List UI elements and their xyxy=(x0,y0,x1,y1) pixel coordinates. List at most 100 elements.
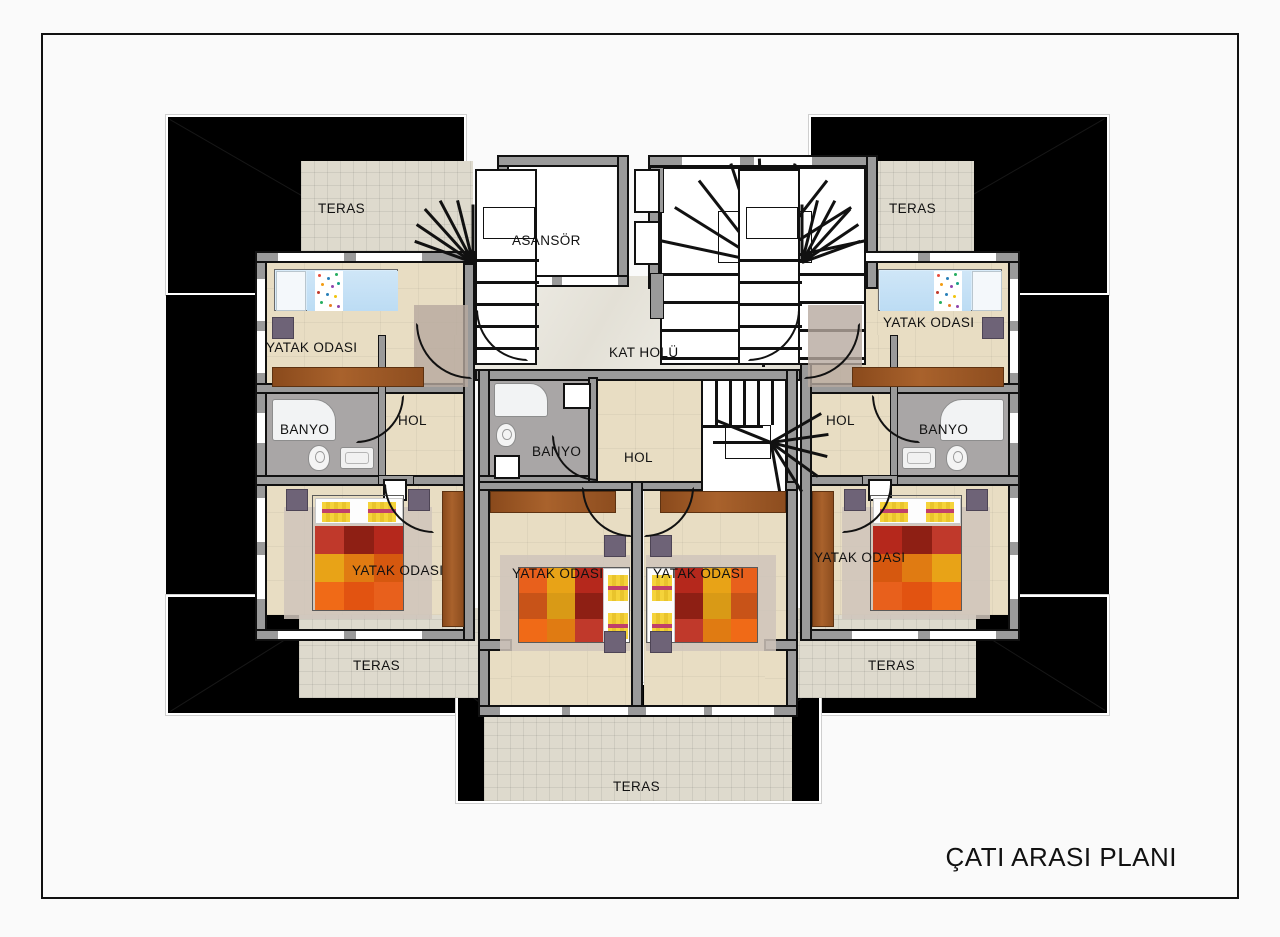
label-teras-mid-left: TERAS xyxy=(353,658,401,673)
wardrobe-mid-left xyxy=(442,491,464,627)
bed-mid-left xyxy=(312,495,404,611)
stair-tread xyxy=(662,329,748,332)
bedspread-checks xyxy=(519,568,603,642)
window-bottom-right-b xyxy=(930,629,996,641)
stair-tread xyxy=(740,281,802,284)
wall-left-bath-bedroom-divider xyxy=(255,475,475,486)
label-hol-left: HOL xyxy=(398,413,427,428)
window-right-bedroom-4 xyxy=(1008,555,1020,599)
window-left-bedroom-4 xyxy=(255,555,267,599)
winder-tread-terrace-left xyxy=(471,204,475,263)
window-left-bedroom-1 xyxy=(255,279,267,321)
label-teras-top-left: TERAS xyxy=(318,201,366,216)
stair-tread xyxy=(662,273,748,276)
pillow-stripe xyxy=(368,509,396,513)
stair-tread xyxy=(776,301,866,304)
bathtub-center xyxy=(494,383,548,417)
label-teras-mid-right: TERAS xyxy=(868,658,916,673)
stair-tread xyxy=(662,357,748,360)
window-center-bottom-b xyxy=(570,705,628,717)
bedspread-pattern xyxy=(315,271,343,311)
stair-tread xyxy=(477,281,539,284)
window-top-right-b xyxy=(930,251,996,263)
hol-center-floor xyxy=(597,379,701,483)
pillow xyxy=(276,271,306,311)
window-center-bottom-d xyxy=(712,705,774,717)
window-stairwell-top-a xyxy=(682,155,740,167)
niche-center-left-2 xyxy=(494,455,520,479)
label-teras-top-right: TERAS xyxy=(889,201,937,216)
pillow-stripe xyxy=(926,509,954,513)
stair-tread xyxy=(477,259,539,262)
drawing-frame: TERAS TERAS ASANSÖR YATAK ODASI YATAK OD… xyxy=(41,33,1239,899)
floor-plan: TERAS TERAS ASANSÖR YATAK ODASI YATAK OD… xyxy=(126,83,1150,843)
toilet-right xyxy=(946,445,968,471)
stair-tread xyxy=(715,381,718,425)
bedspread-checks xyxy=(675,568,757,642)
staircase-center xyxy=(701,379,829,500)
wall-elevator-right xyxy=(617,155,629,287)
bedspread-checks xyxy=(873,526,961,610)
label-yatak-mid-right: YATAK ODASI xyxy=(814,550,906,565)
window-bottom-left-a xyxy=(278,629,344,641)
wardrobe-mid-right xyxy=(812,491,834,627)
window-right-bedroom-1 xyxy=(1008,279,1020,321)
window-right-bedroom-3 xyxy=(1008,498,1020,542)
nightstand-mid-right-b xyxy=(966,489,988,511)
stair-landing-box xyxy=(746,207,798,239)
pillow xyxy=(972,271,1002,311)
window-top-right-a xyxy=(852,251,918,263)
terrace-bottom-floor xyxy=(484,711,792,801)
wardrobe-top-left xyxy=(272,367,424,387)
label-banyo-right: BANYO xyxy=(919,422,969,437)
bed-top-right xyxy=(878,269,1002,311)
window-top-left-b xyxy=(356,251,422,263)
stair-tread xyxy=(729,381,732,425)
stair-light-well-a xyxy=(634,169,660,213)
wall-stairwell-right xyxy=(866,155,878,289)
label-banyo-center: BANYO xyxy=(532,444,582,459)
stair-landing-box xyxy=(483,207,535,239)
window-right-bath xyxy=(1008,413,1020,443)
bathtub-left xyxy=(272,399,336,441)
stair-tread xyxy=(662,301,748,304)
bed-mid-right xyxy=(870,495,962,611)
wall-center-midsplit xyxy=(631,481,643,717)
wall-center-right-exterior xyxy=(786,369,798,717)
label-hol-right: HOL xyxy=(826,413,855,428)
pillow-stripe xyxy=(608,586,628,590)
wall-elevator-top xyxy=(497,155,629,167)
bathtub-right xyxy=(940,399,1004,441)
stair-tread xyxy=(740,259,802,262)
toilet-center xyxy=(496,423,516,447)
stair-tread xyxy=(740,303,802,306)
window-center-bottom-a xyxy=(500,705,562,717)
window-bottom-right-a xyxy=(852,629,918,641)
window-bottom-left-b xyxy=(356,629,422,641)
label-banyo-left: BANYO xyxy=(280,422,330,437)
window-right-bedroom-2 xyxy=(1008,331,1020,373)
label-asansor: ASANSÖR xyxy=(512,233,581,248)
wall-center-left-exterior xyxy=(478,369,490,717)
wall-kat-holu-bottom xyxy=(475,369,801,381)
bedroom-center-right-alcove xyxy=(644,643,765,711)
window-center-bottom-c xyxy=(646,705,704,717)
nightstand-top-left xyxy=(272,317,294,339)
stair-tread xyxy=(771,381,774,425)
pillow-stripe xyxy=(880,509,908,513)
sink-left xyxy=(340,447,374,469)
stair-light-well-b xyxy=(634,221,660,265)
nightstand-center-right-a xyxy=(650,631,672,653)
label-yatak-top-left: YATAK ODASI xyxy=(266,340,358,355)
label-yatak-center-left: YATAK ODASI xyxy=(512,566,604,581)
bed-top-left xyxy=(274,269,398,311)
stair-shaft-wall-left-2 xyxy=(650,273,664,319)
label-hol-center: HOL xyxy=(624,450,653,465)
toilet-left xyxy=(308,445,330,471)
nightstand-top-right xyxy=(982,317,1004,339)
nightstand-mid-left-a xyxy=(286,489,308,511)
wall-right-bath-bedroom-divider xyxy=(800,475,1020,486)
pillow xyxy=(647,568,675,642)
wardrobe-top-right xyxy=(852,367,1004,387)
pillow-stripe xyxy=(608,624,628,628)
